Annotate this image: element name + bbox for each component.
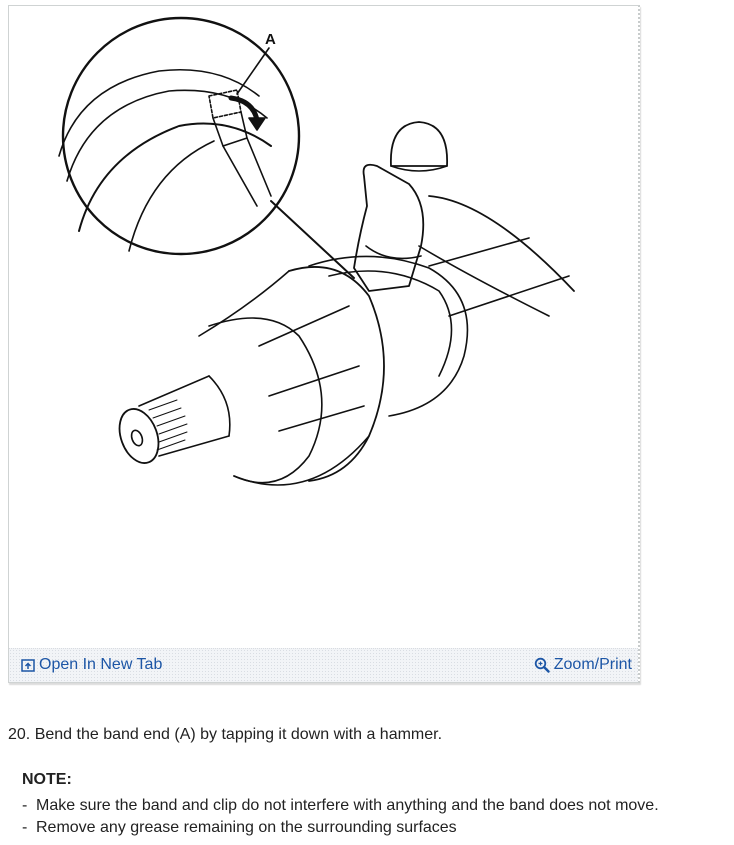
open-new-tab-icon [21,658,35,672]
note-item-text: Remove any grease remaining on the surro… [36,819,457,836]
figure-footer: Open In New Tab Zoom/Print [9,648,638,682]
zoom-print-label: Zoom/Print [553,656,632,673]
open-in-new-tab-link[interactable]: Open In New Tab [21,656,162,674]
note-item-text: Make sure the band and clip do not inter… [36,797,659,814]
zoom-print-link[interactable]: Zoom/Print [534,656,632,674]
cv-joint-illustration: A [58,16,575,486]
note-block: NOTE: -Make sure the band and clip do no… [22,771,659,839]
magnifier-plus-icon [534,657,550,673]
label-a: A [265,31,276,48]
note-item: -Remove any grease remaining on the surr… [22,817,659,839]
bullet-dash: - [22,797,28,814]
note-item: -Make sure the band and clip do not inte… [22,795,659,817]
note-title: NOTE: [22,771,72,788]
figure-frame: A [8,5,640,683]
bullet-dash: - [22,819,28,836]
step-instruction: 20. Bend the band end (A) by tapping it … [8,726,443,743]
open-in-new-tab-label: Open In New Tab [39,656,163,673]
